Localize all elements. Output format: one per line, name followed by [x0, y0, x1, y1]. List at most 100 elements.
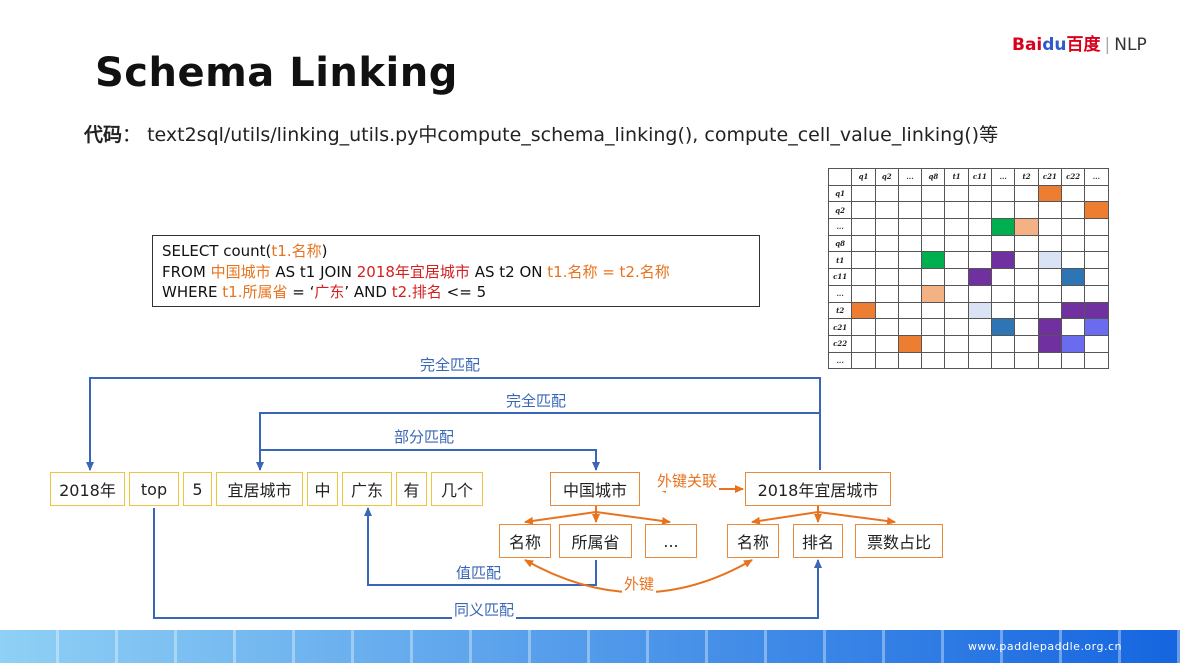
- matrix-cell: [874, 351, 899, 370]
- matrix-cell: [967, 234, 993, 253]
- matrix-cell: [1014, 351, 1039, 370]
- matrix-cell: [1084, 334, 1109, 353]
- matrix-cell: [1084, 318, 1109, 336]
- matrix-cell: [851, 251, 876, 270]
- matrix-cell: [1037, 268, 1062, 286]
- matrix-row-header: q2: [827, 201, 853, 220]
- matrix-cell: [1060, 234, 1086, 253]
- exact-match-label-inner: 完全匹配: [504, 390, 569, 411]
- matrix-cell: [944, 234, 969, 253]
- question-token: 宜居城市: [216, 472, 303, 506]
- sql-text: SELECT count(: [162, 242, 272, 260]
- matrix-cell: [967, 318, 993, 336]
- partial-match-line: [260, 449, 600, 471]
- matrix-cell: [897, 251, 923, 270]
- value-match-line: [364, 507, 597, 586]
- synonym-match-label: 同义匹配: [452, 599, 517, 620]
- schema-column-t2-votes: 票数占比: [855, 524, 943, 558]
- sql-text: FROM: [162, 262, 211, 281]
- table2-to-col-name: [751, 506, 819, 525]
- exact-match-label-outer: 完全匹配: [418, 354, 483, 375]
- matrix-cell: [1014, 201, 1039, 220]
- question-token: 几个: [431, 472, 483, 506]
- matrix-cell: [944, 351, 969, 370]
- matrix-row-header: c21: [827, 318, 853, 336]
- matrix-cell: [921, 184, 946, 203]
- exact-match-line-outer: [86, 377, 821, 471]
- matrix-col-header: c21: [1037, 168, 1062, 186]
- table2-to-col-votes: [817, 506, 896, 525]
- sql-text: WHERE: [162, 283, 223, 301]
- sql-join-condition: t1.名称 = t2.名称: [547, 262, 670, 281]
- matrix-cell: [944, 184, 969, 203]
- matrix-cell: [1084, 234, 1109, 253]
- sql-table: 中国城市: [210, 262, 271, 281]
- schema-column-t1-name: 名称: [499, 524, 551, 558]
- table1-to-col-more: [595, 506, 671, 525]
- sql-text: ’ AND: [344, 283, 392, 301]
- matrix-cell: [897, 284, 923, 303]
- matrix-cell: [874, 251, 899, 270]
- matrix-col-header: q1: [851, 168, 876, 186]
- matrix-cell: [851, 318, 876, 336]
- matrix-cell: [897, 218, 923, 236]
- matrix-cell: [1037, 334, 1062, 353]
- matrix-cell: [1084, 251, 1109, 270]
- matrix-cell: [921, 201, 946, 220]
- matrix-cell: [1037, 284, 1062, 303]
- matrix-cell: [1084, 218, 1109, 236]
- matrix-cell: [967, 284, 993, 303]
- schema-column-t1-more: ...: [645, 524, 697, 558]
- matrix-row-header: t2: [827, 301, 853, 320]
- matrix-cell: [851, 301, 876, 320]
- matrix-cell: [851, 268, 876, 286]
- matrix-cell: [967, 301, 993, 320]
- matrix-cell: [1084, 301, 1109, 320]
- matrix-cell: [1014, 284, 1039, 303]
- matrix-cell: [851, 234, 876, 253]
- matrix-cell: [1060, 284, 1086, 303]
- matrix-row-header: c22: [827, 334, 853, 353]
- matrix-col-header: t1: [944, 168, 969, 186]
- matrix-cell: [991, 184, 1016, 203]
- matrix-cell: [1037, 201, 1062, 220]
- logo-separator: |: [1104, 35, 1111, 55]
- matrix-cell: [944, 218, 969, 236]
- matrix-row-header: ...: [827, 351, 853, 370]
- matrix-cell: [967, 334, 993, 353]
- sql-line-1: SELECT count(t1.名称): [162, 241, 750, 262]
- matrix-cell: [1060, 184, 1086, 203]
- matrix-cell: [967, 268, 993, 286]
- matrix-cell: [991, 251, 1016, 270]
- matrix-cell: [991, 284, 1016, 303]
- matrix-cell: [944, 201, 969, 220]
- schema-table-livable-cities-2018: 2018年宜居城市: [745, 472, 891, 506]
- sql-line-2: FROM 中国城市 AS t1 JOIN 2018年宜居城市 AS t2 ON …: [162, 262, 750, 283]
- matrix-cell: [897, 184, 923, 203]
- value-match-label: 值匹配: [454, 562, 504, 583]
- schema-table-china-cities: 中国城市: [550, 472, 640, 506]
- question-token: top: [129, 472, 179, 506]
- code-text: text2sql/utils/linking_utils.py中compute_…: [147, 124, 999, 146]
- matrix-cell: [944, 301, 969, 320]
- sql-table: 2018年宜居城市: [356, 262, 470, 281]
- matrix-cell: [1084, 284, 1109, 303]
- sql-text: AS t1 JOIN: [270, 262, 357, 281]
- matrix-cell: [851, 201, 876, 220]
- baidu-nlp-logo: Baidu百度|NLP: [1012, 30, 1147, 55]
- matrix-cell: [874, 318, 899, 336]
- sql-text: ): [321, 242, 328, 260]
- schema-column-t2-rank: 排名: [793, 524, 843, 558]
- question-token: 有: [396, 472, 427, 506]
- matrix-cell: [874, 184, 899, 203]
- sql-text: = ‘: [287, 283, 315, 301]
- matrix-cell: [921, 318, 946, 336]
- matrix-row-header: c11: [827, 268, 853, 286]
- matrix-col-header: q2: [874, 168, 899, 186]
- question-token: 2018年: [50, 472, 125, 506]
- matrix-cell: [1060, 301, 1086, 320]
- logo-paw-du: du: [1042, 35, 1067, 55]
